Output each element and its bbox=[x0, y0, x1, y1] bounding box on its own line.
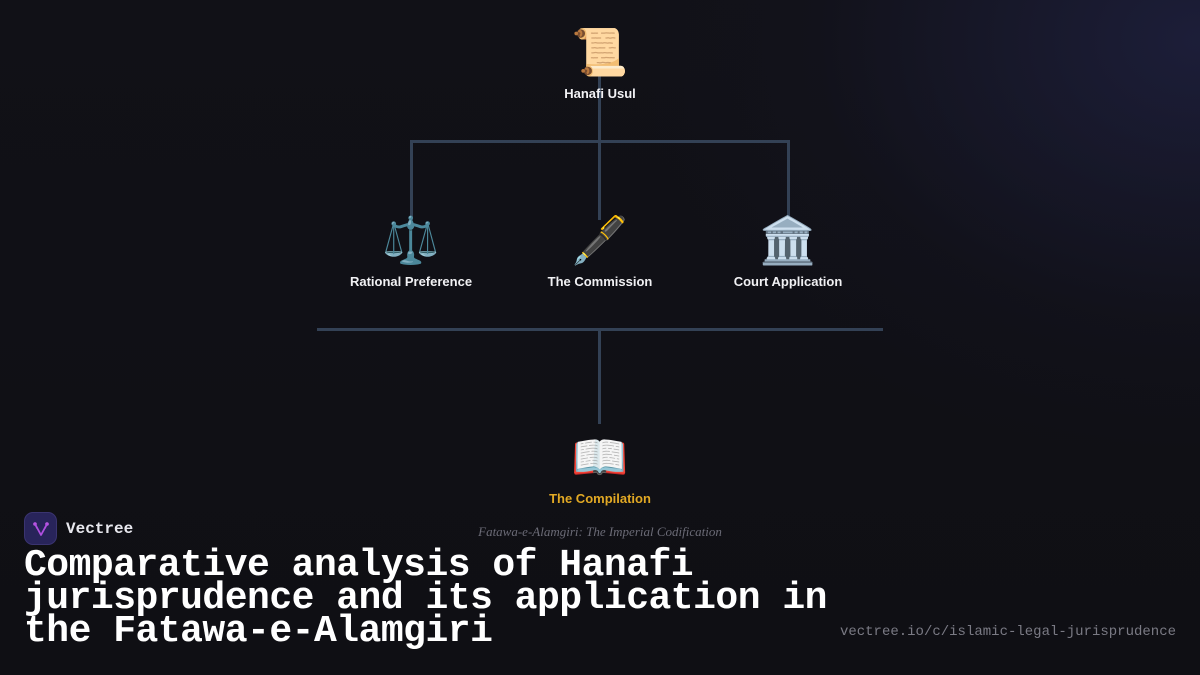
node-label: Court Application bbox=[733, 274, 843, 289]
connector-root-vertical bbox=[598, 76, 601, 220]
open-book-icon: 📖 bbox=[571, 430, 629, 484]
node-the-commission: 🖋️ The Commission bbox=[548, 214, 653, 289]
node-label: Rational Preference bbox=[349, 274, 473, 289]
node-label: The Compilation bbox=[549, 491, 651, 506]
brand-name: Vectree bbox=[66, 519, 134, 538]
brand: Vectree bbox=[24, 512, 133, 545]
scales-icon: ⚖️ bbox=[382, 213, 440, 267]
node-court-application: 🏛️ Court Application bbox=[734, 214, 843, 289]
node-label: Hanafi Usul bbox=[564, 86, 636, 101]
connector-branch-horizontal bbox=[410, 140, 790, 143]
scroll-icon: 📜 bbox=[571, 25, 629, 79]
connector-left-vertical bbox=[410, 140, 413, 220]
vectree-logo-icon bbox=[24, 512, 57, 545]
source-url: vectree.io/c/islamic-legal-jurisprudence bbox=[839, 624, 1176, 640]
node-label: The Commission bbox=[547, 274, 653, 289]
fountain-pen-icon: 🖋️ bbox=[571, 213, 629, 267]
node-the-compilation: 📖 The Compilation bbox=[549, 431, 651, 506]
connector-right-vertical bbox=[787, 140, 790, 220]
connector-result-vertical bbox=[598, 328, 601, 424]
node-rational-preference: ⚖️ Rational Preference bbox=[350, 214, 472, 289]
diagram-caption: Fatawa-e-Alamgiri: The Imperial Codifica… bbox=[478, 524, 722, 539]
classical-building-icon: 🏛️ bbox=[759, 213, 817, 267]
node-hanafi-usul: 📜 Hanafi Usul bbox=[564, 26, 636, 101]
page-title: Comparative analysis of Hanafi jurisprud… bbox=[24, 544, 827, 653]
